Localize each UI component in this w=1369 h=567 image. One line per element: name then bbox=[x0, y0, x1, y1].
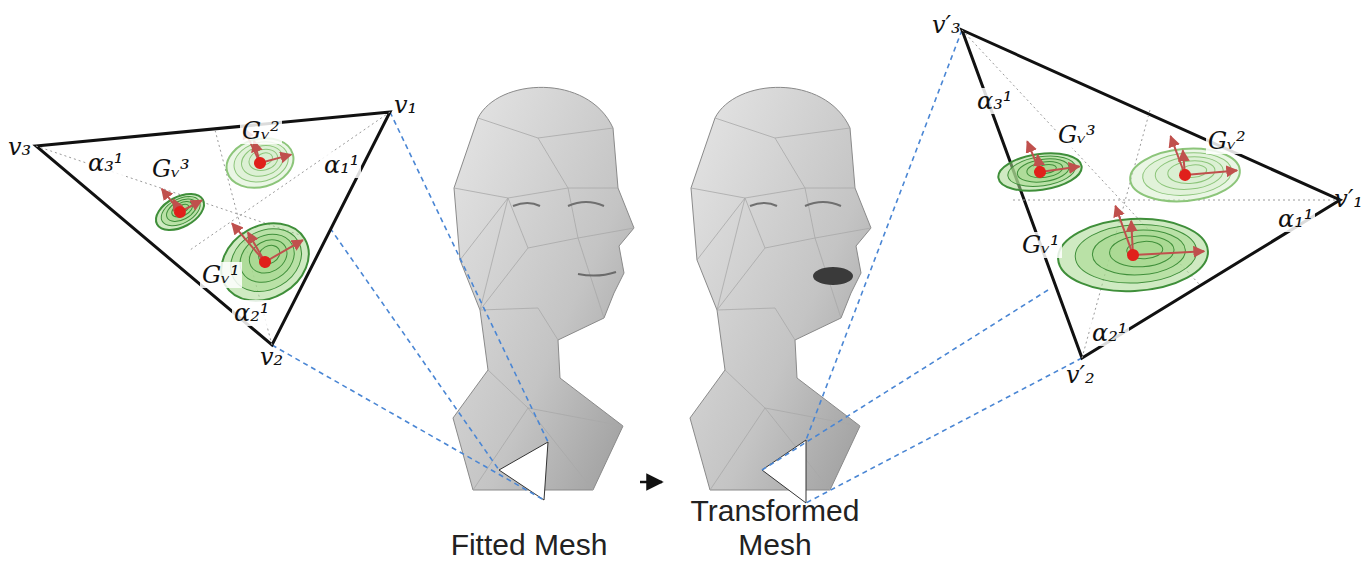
mesh-facet bbox=[805, 188, 871, 238]
mesh-panel: Transformed Mesh bbox=[662, 70, 888, 562]
gaussian-center bbox=[253, 156, 268, 171]
gaussian-contour bbox=[238, 141, 286, 181]
mesh-caption: Transformed Mesh bbox=[685, 494, 865, 562]
mesh-facet bbox=[454, 188, 568, 198]
zoom-leader bbox=[272, 345, 544, 500]
gaussian-label: Gᵥ¹ bbox=[1020, 232, 1062, 258]
gaussian-contour bbox=[163, 194, 200, 226]
weight-label: α₂¹ bbox=[1090, 320, 1129, 346]
mesh-facet bbox=[717, 308, 795, 340]
gaussian-contour bbox=[1074, 221, 1198, 286]
head-surface bbox=[453, 87, 634, 490]
gaussian bbox=[1055, 201, 1209, 295]
mesh-facet bbox=[478, 118, 613, 138]
gaussian bbox=[200, 196, 323, 316]
eye bbox=[568, 202, 604, 206]
gaussian-center bbox=[257, 254, 273, 270]
gaussian-contour bbox=[150, 187, 210, 238]
weight-label: α₁¹ bbox=[1276, 206, 1315, 232]
axis-arrow bbox=[265, 240, 303, 262]
gaussian-label: Gᵥ³ bbox=[150, 156, 192, 182]
mesh-triangle bbox=[36, 112, 390, 345]
vertex-label: v₂ bbox=[258, 344, 285, 370]
gaussian-contour bbox=[1109, 234, 1175, 268]
mesh-facet bbox=[488, 370, 623, 426]
gaussian-center bbox=[1178, 168, 1191, 181]
gaussian-label: Gᵥ³ bbox=[1056, 122, 1098, 148]
gaussian-label: Gᵥ² bbox=[240, 118, 282, 144]
mesh-triangle bbox=[962, 30, 1340, 358]
gaussian bbox=[217, 117, 299, 194]
gaussian-contour bbox=[1141, 149, 1233, 199]
vertex-label: v′₃ bbox=[930, 12, 963, 38]
mesh-caption: Fitted Mesh bbox=[451, 528, 608, 562]
open-mouth bbox=[813, 267, 853, 285]
eye bbox=[805, 202, 841, 206]
transform-arrow bbox=[640, 481, 662, 484]
vertex-label: v′₁ bbox=[1332, 186, 1365, 212]
mesh-facet bbox=[568, 188, 634, 238]
zoom-leader bbox=[806, 358, 1082, 503]
zoom-leader bbox=[330, 228, 499, 470]
gaussian-contour bbox=[219, 216, 313, 304]
gaussian-contour bbox=[156, 190, 205, 231]
mouth bbox=[578, 272, 616, 276]
mesh-facet bbox=[715, 118, 850, 138]
eye bbox=[513, 203, 540, 206]
zoom-leader bbox=[762, 290, 1048, 470]
selected-face bbox=[499, 442, 548, 500]
weight-label: α₁¹ bbox=[322, 152, 361, 178]
axis-arrow bbox=[1133, 251, 1204, 255]
gaussian-contour bbox=[1056, 215, 1210, 295]
gaussian-label: Gᵥ¹ bbox=[200, 262, 242, 288]
axis-arrow bbox=[1115, 205, 1133, 256]
eye bbox=[750, 203, 777, 206]
head-mesh bbox=[690, 87, 871, 490]
gaussian-center bbox=[172, 204, 188, 220]
vertex-label: v₁ bbox=[392, 92, 419, 118]
mesh-panel: Fitted Mesh bbox=[418, 70, 640, 562]
gaussian-contour bbox=[996, 148, 1084, 195]
head-mesh bbox=[453, 87, 634, 490]
mesh-facet bbox=[775, 138, 855, 188]
mesh-facet bbox=[460, 198, 508, 310]
mesh-facet bbox=[710, 408, 830, 490]
mesh-facet bbox=[691, 188, 805, 198]
gaussian-center bbox=[1033, 165, 1047, 179]
mesh-facet bbox=[538, 138, 618, 188]
barycentric-line bbox=[36, 146, 300, 235]
gaussian-contour bbox=[1006, 152, 1077, 190]
vertex-label: v₃ bbox=[6, 134, 33, 160]
axis-arrow bbox=[1185, 170, 1237, 175]
gaussian-contour bbox=[1016, 156, 1071, 185]
vertex-label: v′₂ bbox=[1064, 362, 1097, 388]
gaussian bbox=[143, 174, 210, 237]
gaussian-label: Gᵥ² bbox=[1206, 128, 1248, 154]
weight-label: α₃¹ bbox=[86, 150, 125, 176]
mesh-facet bbox=[697, 198, 745, 310]
zoom-leader bbox=[806, 30, 962, 440]
weight-label: α₂¹ bbox=[232, 300, 271, 326]
mesh-facet bbox=[725, 370, 860, 426]
zoom-leader bbox=[390, 112, 548, 442]
mesh-facet bbox=[528, 238, 604, 318]
weight-label: α₃¹ bbox=[975, 88, 1014, 114]
gaussian-center bbox=[1127, 249, 1140, 262]
head-surface bbox=[690, 87, 871, 490]
gaussian-contour bbox=[243, 233, 293, 280]
selected-face bbox=[762, 440, 806, 503]
